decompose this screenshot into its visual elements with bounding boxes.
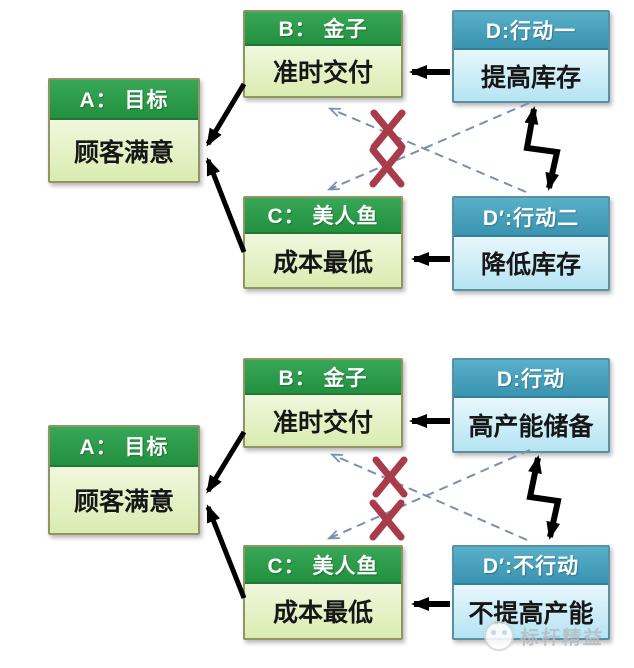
- box-c-header-1: C： 美人鱼: [245, 198, 401, 234]
- box-a-header-1: A： 目标: [50, 80, 198, 120]
- arrow-c-to-a-1: [205, 157, 247, 253]
- box-d-action-1: D:行动一 提高库存: [452, 10, 610, 103]
- box-a-goal-2: A： 目标 顾客满意: [48, 425, 200, 535]
- box-b-header-2: B： 金子: [245, 360, 401, 395]
- x-mark-lower-1: [369, 146, 405, 188]
- dashed-link-dprime-to-b-1: [327, 107, 527, 193]
- box-d-body-1: 提高库存: [454, 50, 608, 101]
- dashed-link-dprime-to-b-2: [329, 453, 528, 541]
- watermark: 标杆精益: [484, 616, 624, 656]
- box-dprime-body-1: 降低库存: [454, 237, 608, 289]
- box-b-body-2: 准时交付: [245, 395, 401, 446]
- box-c-requirement-1: C： 美人鱼 成本最低: [243, 196, 403, 289]
- x-mark-lower-2: [369, 499, 405, 541]
- arrow-b-to-a-1: [205, 82, 247, 147]
- box-a-body-1: 顾客满意: [50, 120, 198, 181]
- box-d-header-2: D:行动: [454, 360, 608, 398]
- box-d-action-2: D:行动 高产能储备: [452, 358, 610, 453]
- box-d-header-1: D:行动一: [454, 12, 608, 50]
- box-c-body-2: 成本最低: [245, 584, 401, 638]
- x-mark-upper-2: [372, 456, 408, 498]
- box-a-body-2: 顾客满意: [50, 467, 198, 533]
- dashed-link-d-to-c-2: [326, 449, 531, 540]
- box-c-requirement-2: C： 美人鱼 成本最低: [243, 545, 403, 640]
- box-a-goal-1: A： 目标 顾客满意: [48, 78, 200, 183]
- arrow-b-to-a-2: [205, 430, 247, 494]
- box-dprime-action-1: D′:行动二 降低库存: [452, 196, 610, 291]
- conflict-zigzag-arrow-1: [523, 106, 561, 191]
- box-c-body-1: 成本最低: [245, 234, 401, 287]
- box-d-body-2: 高产能储备: [454, 398, 608, 451]
- box-b-header-1: B： 金子: [245, 12, 401, 46]
- arrow-c-to-a-2: [205, 504, 247, 599]
- box-dprime-header-2: D′:不行动: [454, 547, 608, 585]
- x-mark-upper-1: [370, 109, 406, 151]
- watermark-logo-icon: [484, 621, 514, 651]
- box-b-requirement-1: B： 金子 准时交付: [243, 10, 403, 98]
- box-b-body-1: 准时交付: [245, 46, 401, 96]
- watermark-text: 标杆精益: [519, 627, 605, 649]
- box-b-requirement-2: B： 金子 准时交付: [243, 358, 403, 448]
- box-a-header-2: A： 目标: [50, 427, 198, 467]
- dashed-link-d-to-c-1: [326, 102, 530, 191]
- box-dprime-header-1: D′:行动二: [454, 198, 608, 237]
- box-c-header-2: C： 美人鱼: [245, 547, 401, 584]
- conflict-zigzag-arrow-2: [526, 455, 562, 540]
